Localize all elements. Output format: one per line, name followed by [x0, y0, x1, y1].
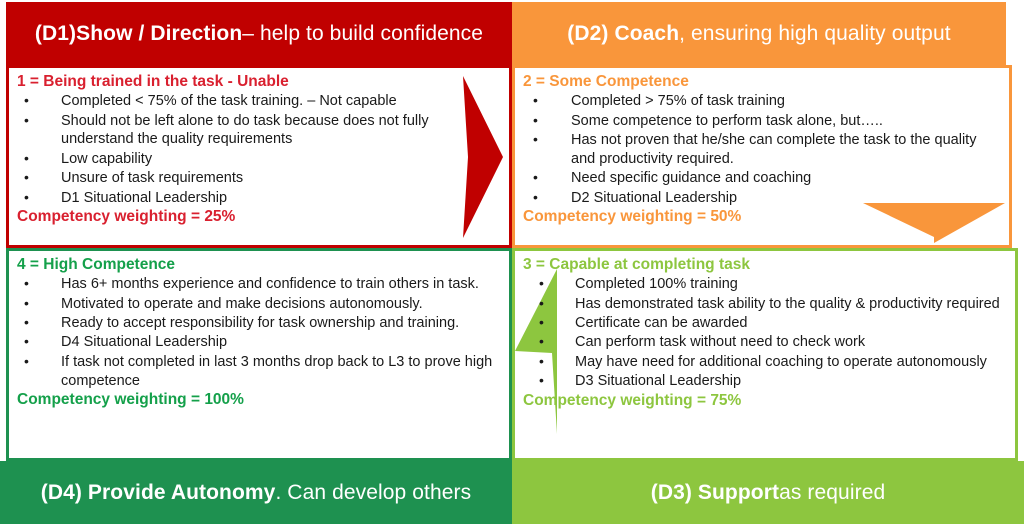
list-item: Need specific guidance and coaching: [523, 168, 1003, 188]
band-d1-title: (D1)Show / Direction – help to build con…: [6, 2, 512, 65]
list-item: Has not proven that he/she can complete …: [523, 130, 1003, 169]
quadrant-d1-weighting: Competency weighting = 25%: [17, 208, 236, 226]
band-d2-title: (D2) Coach, ensuring high quality output: [512, 2, 1006, 65]
list-item: D4 Situational Leadership: [17, 332, 503, 352]
list-item: Certificate can be awarded: [523, 313, 1009, 333]
quadrant-d2: 2 = Some Competence Completed > 75% of t…: [512, 65, 1012, 248]
list-item: Motivated to operate and make decisions …: [17, 294, 503, 314]
band-d4-title-rest: . Can develop others: [275, 480, 472, 504]
quadrant-d1: 1 = Being trained in the task - Unable C…: [6, 65, 512, 248]
list-item: If task not completed in last 3 months d…: [17, 352, 503, 391]
quadrant-d3-heading: 3 = Capable at completing task: [523, 256, 750, 273]
list-item: May have need for additional coaching to…: [523, 352, 1009, 372]
list-item: Completed > 75% of task training: [523, 91, 1003, 111]
quadrant-d2-weighting: Competency weighting = 50%: [523, 208, 742, 226]
list-item: Completed < 75% of the task training. – …: [17, 91, 503, 111]
list-item: D1 Situational Leadership: [17, 188, 503, 208]
band-d4-title: (D4) Provide Autonomy. Can develop other…: [0, 461, 512, 524]
list-item: Some competence to perform task alone, b…: [523, 111, 1003, 131]
quadrant-d3: 3 = Capable at completing task Completed…: [512, 248, 1018, 461]
band-d3-title-rest: as required: [779, 480, 886, 504]
list-item: Completed 100% training: [523, 274, 1009, 294]
quadrant-d1-heading: 1 = Being trained in the task - Unable: [17, 73, 289, 90]
list-item: Can perform task without need to check w…: [523, 332, 1009, 352]
list-item: Should not be left alone to do task beca…: [17, 111, 503, 150]
quadrant-d2-bullets: Completed > 75% of task training Some co…: [523, 91, 1003, 208]
list-item: D3 Situational Leadership: [523, 371, 1009, 391]
quadrant-d4-bullets: Has 6+ months experience and confidence …: [17, 274, 503, 391]
quadrant-d2-heading: 2 = Some Competence: [523, 73, 689, 90]
list-item: Has demonstrated task ability to the qua…: [523, 294, 1009, 314]
band-d2-title-bold: (D2) Coach: [567, 21, 680, 45]
list-item: Ready to accept responsibility for task …: [17, 313, 503, 333]
band-d1-title-rest: – help to build confidence: [242, 21, 484, 45]
band-d4-title-bold: (D4) Provide Autonomy: [40, 480, 276, 504]
band-d3-title-bold: (D3) Support: [650, 480, 780, 504]
quadrant-d3-bullets: Completed 100% training Has demonstrated…: [523, 274, 1009, 391]
list-item: Low capability: [17, 149, 503, 169]
band-d3-title: (D3) Support as required: [512, 461, 1024, 524]
list-item: Unsure of task requirements: [17, 168, 503, 188]
list-item: Has 6+ months experience and confidence …: [17, 274, 503, 294]
quadrant-d4-heading: 4 = High Competence: [17, 256, 176, 273]
band-d2-title-rest: , ensuring high quality output: [679, 21, 951, 45]
quadrant-d1-bullets: Completed < 75% of the task training. – …: [17, 91, 503, 208]
quadrant-d4-weighting: Competency weighting = 100%: [17, 391, 244, 409]
band-d1-title-bold: (D1)Show / Direction: [34, 21, 243, 45]
quadrant-d3-weighting: Competency weighting = 75%: [523, 391, 742, 409]
list-item: D2 Situational Leadership: [523, 188, 1003, 208]
quadrant-d4: 4 = High Competence Has 6+ months experi…: [6, 248, 512, 461]
